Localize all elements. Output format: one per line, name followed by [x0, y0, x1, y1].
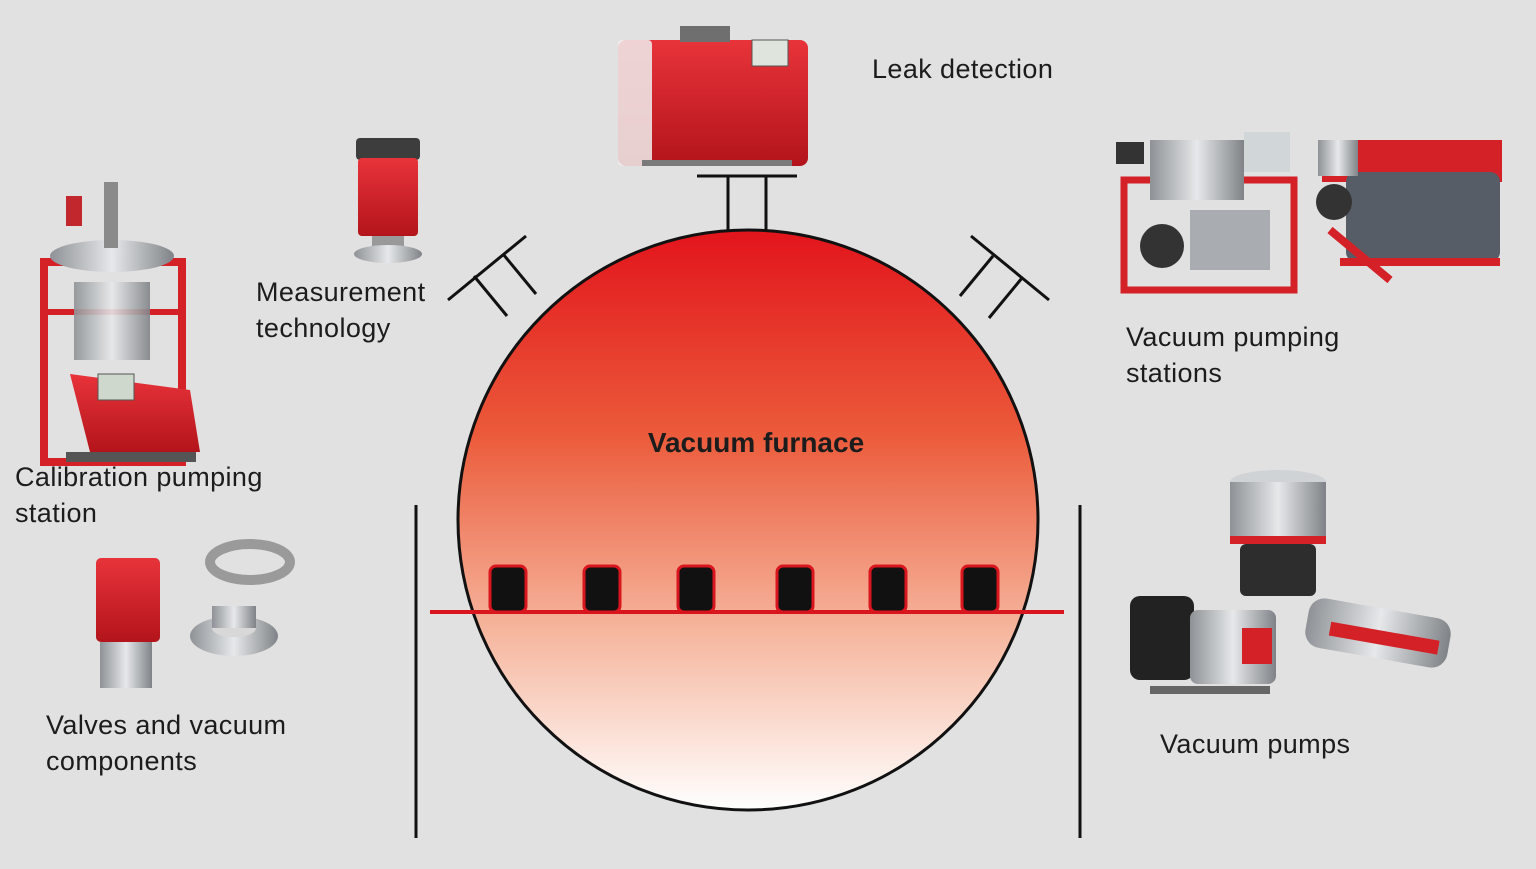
label-line: Valves and vacuum [46, 710, 287, 740]
load-block [868, 564, 908, 614]
furnace-load-blocks [488, 564, 1000, 614]
pumping-station-icon [1116, 132, 1298, 294]
label-leak-detection: Leak detection [872, 51, 1053, 87]
label-line: Measurement [256, 277, 426, 307]
label-line: stations [1126, 358, 1223, 388]
left-port [447, 234, 538, 317]
label-line: components [46, 746, 198, 776]
pumping-station-icon [1316, 140, 1502, 284]
load-block [960, 564, 1000, 614]
load-block [488, 564, 528, 614]
label-calibration-pumping-station: Calibration pumping station [15, 459, 263, 531]
label-line: technology [256, 313, 391, 343]
calibration-station-icon [40, 182, 200, 466]
label-vacuum-pumps: Vacuum pumps [1160, 726, 1350, 762]
label-line: Vacuum pumps [1160, 729, 1351, 759]
label-line: Vacuum pumping [1126, 322, 1340, 352]
gauge-icon [354, 138, 422, 263]
turbo-pump-icon [1230, 470, 1326, 596]
right-port [958, 234, 1050, 319]
label-line: Leak detection [872, 54, 1054, 84]
label-vacuum-pumping-stations: Vacuum pumping stations [1126, 319, 1340, 391]
leak-detector-icon [618, 26, 808, 166]
load-block [582, 564, 622, 614]
rotary-pump-icon [1305, 598, 1451, 668]
flange-icon [190, 539, 295, 656]
label-measurement-technology: Measurement technology [256, 274, 425, 346]
furnace-vessel [414, 174, 1082, 838]
load-block [676, 564, 716, 614]
label-valves-and-vacuum-components: Valves and vacuum components [46, 707, 286, 779]
load-block [775, 564, 815, 614]
label-line: station [15, 498, 98, 528]
label-line: Calibration pumping [15, 462, 263, 492]
center-label: Vacuum furnace [648, 427, 864, 458]
valve-icon [96, 558, 160, 688]
rotary-pump-icon [1130, 596, 1276, 694]
top-port [697, 174, 797, 230]
